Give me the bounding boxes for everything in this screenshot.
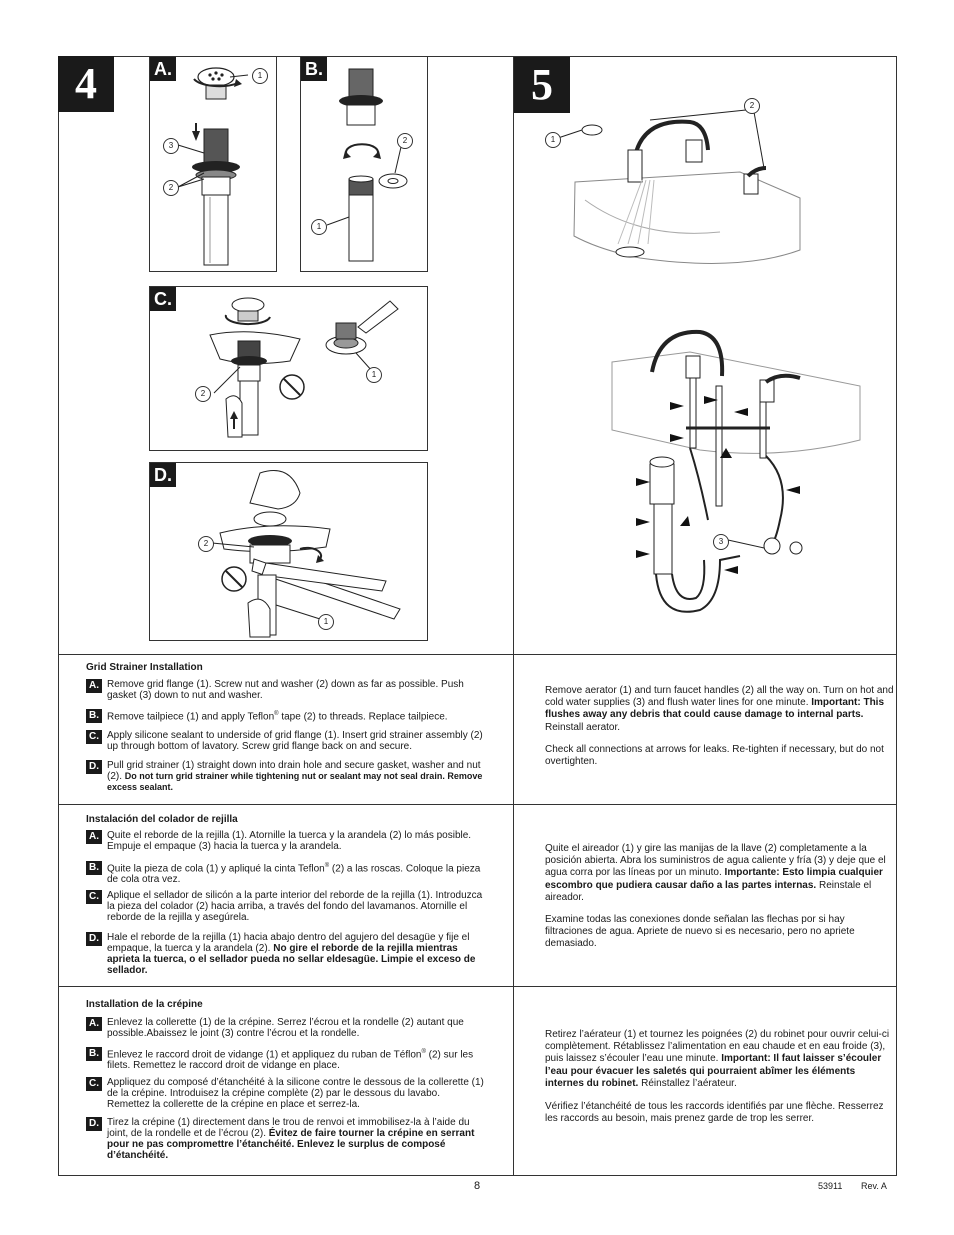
callout: 2 xyxy=(744,98,760,114)
instruction-text: Remove grid flange (1). Screw nut and wa… xyxy=(107,679,464,701)
badge-d: D. xyxy=(86,932,102,946)
badge-c: C. xyxy=(86,1077,102,1091)
leak-check-instructions: Check all connections at arrows for leak… xyxy=(545,744,884,768)
instruction-text: Apply silicone sealant to underside of g… xyxy=(107,730,483,752)
step-5-number: 5 xyxy=(514,57,570,113)
registered-mark: ® xyxy=(274,711,279,717)
flush-instructions: Retirez l’aérateur (1) et tournez les po… xyxy=(545,1029,890,1089)
instruction-b: B. Enlevez le raccord droit de vidange (… xyxy=(86,1047,484,1071)
badge-b: B. xyxy=(86,709,102,723)
section-title-spanish: Instalación del colador de rejilla xyxy=(86,814,238,825)
callout: 2 xyxy=(163,180,179,196)
panel-d-label: D. xyxy=(150,463,176,487)
callout: 1 xyxy=(366,367,382,383)
callout: 1 xyxy=(311,219,327,235)
callout: 1 xyxy=(318,614,334,630)
badge-d: D. xyxy=(86,760,102,774)
section-title-french: Installation de la crépine xyxy=(86,999,203,1010)
instruction-d: D. Pull grid strainer (1) straight down … xyxy=(86,760,486,793)
callout: 1 xyxy=(545,132,561,148)
document-number: 53911 xyxy=(818,1181,843,1191)
page-frame xyxy=(58,56,897,1176)
leak-check-instructions: Examine todas las conexiones donde señal… xyxy=(545,914,855,950)
instruction-text: Pull grid strainer (1) straight down int… xyxy=(107,760,481,782)
callout: 2 xyxy=(195,386,211,402)
instruction-d: D. Hale el reborde de la rejilla (1) hac… xyxy=(86,932,490,976)
step-4-number: 4 xyxy=(58,56,114,112)
badge-c: C. xyxy=(86,730,102,744)
leak-check-instructions: Vérifiez l’étanchéité de tous les raccor… xyxy=(545,1101,884,1125)
badge-b: B. xyxy=(86,861,102,875)
row-divider xyxy=(58,654,897,655)
instruction-text: Hale el reborde de la rejilla (1) hacia … xyxy=(107,932,470,954)
flush-instructions: Quite el aireador (1) y gire las manijas… xyxy=(545,843,886,903)
page-number: 8 xyxy=(474,1180,481,1192)
instruction-text: Quite el reborde de la rejilla (1). Ator… xyxy=(107,830,472,852)
callout: 2 xyxy=(397,133,413,149)
sealant-illustration xyxy=(209,297,399,438)
tailpiece-illustration xyxy=(326,68,408,262)
flush-instructions: Remove aerator (1) and turn faucet handl… xyxy=(545,685,894,733)
panel-b-label: B. xyxy=(301,57,327,81)
instruction-text: Remove tailpiece (1) and apply Teflon xyxy=(107,711,275,723)
instruction-a: A. Remove grid flange (1). Screw nut and… xyxy=(86,679,486,701)
instruction-a: A. Quite el reborde de la rejilla (1). A… xyxy=(86,830,490,852)
instruction-text: (2) sur les filets. Remettez le raccord … xyxy=(107,1049,474,1072)
instruction-c: C. Apply silicone sealant to underside o… xyxy=(86,730,486,752)
row-divider xyxy=(58,804,897,805)
revision: Rev. A xyxy=(861,1181,887,1191)
badge-b: B. xyxy=(86,1047,102,1061)
instruction-text: Enlevez la collerette (1) de la crépine.… xyxy=(107,1017,464,1039)
panel-c-label: C. xyxy=(150,287,176,311)
instruction-text: Appliquez du composé d’étanchéité à la s… xyxy=(107,1077,484,1110)
badge-a: A. xyxy=(86,830,102,844)
instruction-a: A. Enlevez la collerette (1) de la crépi… xyxy=(86,1017,484,1039)
grid-strainer-illustration xyxy=(177,67,249,266)
warning-text: No gire el reborde de la rejilla mientra… xyxy=(107,943,476,976)
instruction-text: (2) a las roscas. Coloque la pieza de co… xyxy=(107,863,481,886)
instruction-text: Enlevez le raccord droit de vidange (1) … xyxy=(107,1049,422,1061)
instruction-c: C. Appliquez du composé d’étanchéité à l… xyxy=(86,1077,484,1110)
wrench-illustration xyxy=(211,470,401,638)
instruction-b: B. Quite la pieza de cola (1) y apliqué … xyxy=(86,861,490,885)
registered-mark: ® xyxy=(421,1049,426,1055)
badge-a: A. xyxy=(86,1017,102,1031)
warning-text: Do not turn grid strainer while tighteni… xyxy=(107,771,483,792)
panel-a: A. 1 3 2 xyxy=(149,56,277,272)
registered-mark: ® xyxy=(324,863,330,869)
panel-c: C. 1 2 xyxy=(149,286,428,451)
instruction-c: C. Aplique el sellador de silicón a la p… xyxy=(86,890,490,923)
instruction-text: tape (2) to threads. Replace tailpiece. xyxy=(278,711,448,723)
instruction-text: Aplique el sellador de silicón a la part… xyxy=(107,890,483,923)
instruction-b: B. Remove tailpiece (1) and apply Teflon… xyxy=(86,709,486,723)
callout: 2 xyxy=(198,536,214,552)
panel-a-label: A. xyxy=(150,57,176,81)
column-divider xyxy=(513,56,514,1176)
instruction-text: Quite la pieza de cola (1) y apliqué la … xyxy=(107,863,325,875)
instruction-text: Tirez la crépine (1) directement dans le… xyxy=(107,1117,470,1139)
panel-d: D. 2 1 xyxy=(149,462,428,641)
badge-d: D. xyxy=(86,1117,102,1131)
instruction-d: D. Tirez la crépine (1) directement dans… xyxy=(86,1117,484,1161)
panel-b: B. 2 1 xyxy=(300,56,428,272)
section-title-english: Grid Strainer Installation xyxy=(86,662,203,673)
badge-a: A. xyxy=(86,679,102,693)
warning-text: Évitez de faire tourner la crépine en se… xyxy=(107,1128,475,1161)
callout: 1 xyxy=(252,68,268,84)
row-divider xyxy=(58,986,897,987)
callout: 3 xyxy=(713,534,729,550)
callout: 3 xyxy=(163,138,179,154)
badge-c: C. xyxy=(86,890,102,904)
